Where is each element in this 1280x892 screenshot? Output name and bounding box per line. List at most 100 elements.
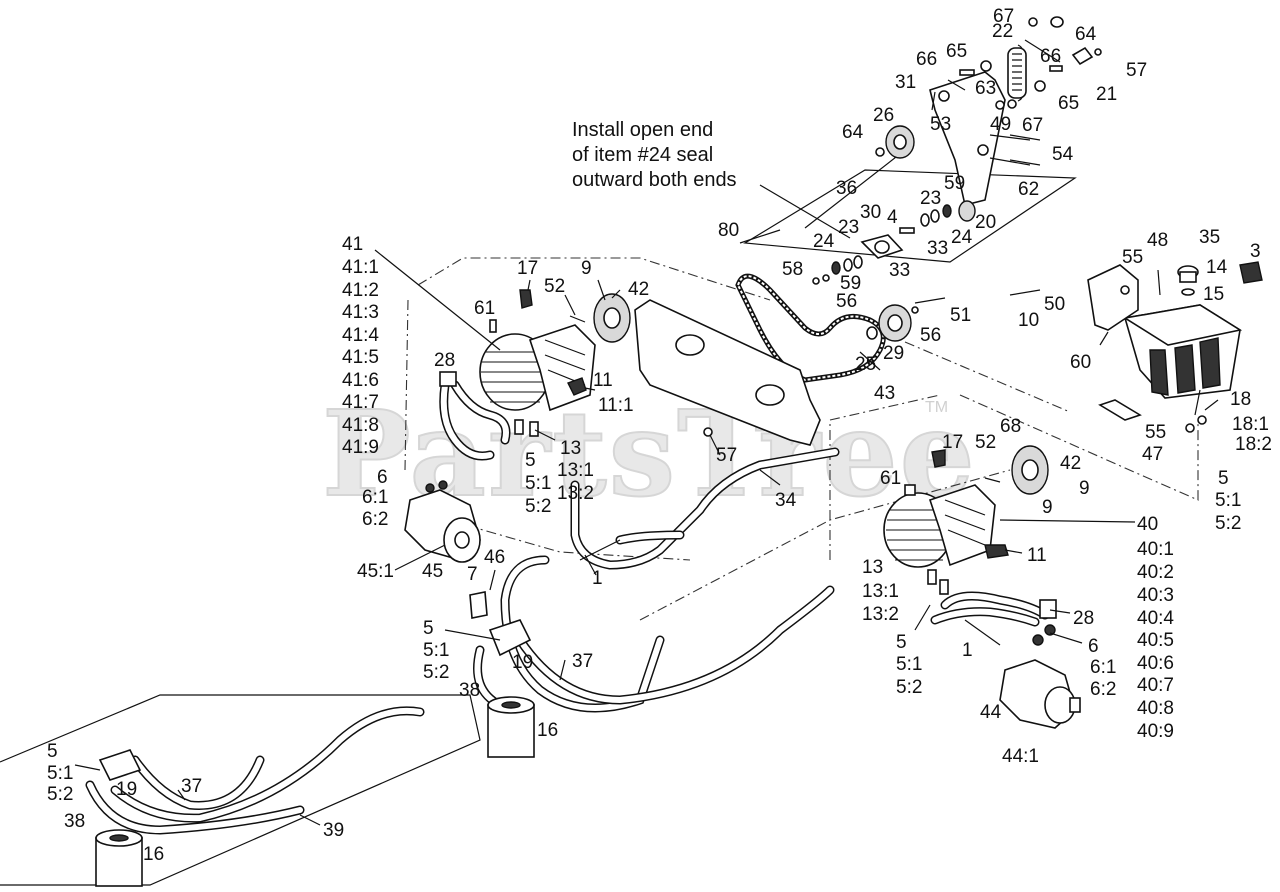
pin-66b — [1049, 65, 1063, 72]
callout-64: 64 — [1075, 24, 1097, 45]
outline-left-pump — [417, 257, 771, 301]
callout-65: 65 — [946, 41, 967, 62]
filter-16-port — [501, 701, 521, 709]
callout-52: 52 — [975, 432, 996, 453]
callout-5-1: 5:1 — [1215, 490, 1241, 511]
arm-hole — [938, 90, 950, 102]
mounting-plate — [634, 299, 821, 446]
callout-9: 9 — [1042, 497, 1053, 518]
callout-5: 5 — [896, 632, 907, 653]
arm-hole-2 — [977, 144, 989, 156]
callout-33: 33 — [889, 260, 910, 281]
fitting-13-left — [529, 421, 539, 437]
callout-40-6: 40:6 — [1137, 653, 1174, 674]
fitting-18 — [1197, 415, 1207, 425]
callout-4: 4 — [887, 207, 898, 228]
outline-tank — [959, 394, 1199, 501]
callout-13: 13 — [862, 557, 883, 578]
leader-lines — [74, 39, 1219, 826]
ring-59a — [853, 255, 863, 269]
hose-fitting-28 — [439, 371, 457, 387]
callout-63: 63 — [975, 78, 996, 99]
callout-1: 1 — [962, 640, 973, 661]
callout-61: 61 — [474, 298, 495, 319]
outline-tank-link — [904, 341, 1071, 413]
grille-lines-right — [886, 509, 952, 561]
callout-5-1: 5:1 — [47, 763, 73, 784]
fitting-6-left-a — [425, 483, 435, 493]
callout-28: 28 — [434, 350, 455, 371]
callout-13-2: 13:2 — [557, 483, 594, 504]
callout-57: 57 — [716, 445, 737, 466]
callout-41-4: 41:4 — [342, 325, 379, 346]
callout-40-8: 40:8 — [1137, 698, 1174, 719]
fitting-17-left — [519, 289, 533, 309]
callout-40-3: 40:3 — [1137, 585, 1174, 606]
callout-5: 5 — [423, 618, 434, 639]
note-line-3: outward both ends — [572, 169, 737, 191]
callout-40-7: 40:7 — [1137, 675, 1174, 696]
pin-66 — [959, 69, 975, 76]
callout-66: 66 — [1040, 46, 1061, 67]
callout-28: 28 — [1073, 608, 1094, 629]
spacer-25 — [866, 326, 878, 340]
note-line-2: of item #24 seal — [572, 144, 713, 166]
callout-66: 66 — [916, 49, 937, 70]
tank-rib-2 — [1174, 344, 1196, 394]
callout-5: 5 — [1218, 468, 1229, 489]
nut-57 — [1094, 48, 1102, 56]
bushing-65 — [980, 60, 992, 72]
callout-41: 41 — [342, 234, 363, 255]
callout-44: 44 — [980, 702, 1002, 723]
callout-29: 29 — [883, 343, 904, 364]
filter-head-19 — [488, 619, 532, 657]
bolt-53 — [931, 91, 936, 111]
callout-18-2: 18:2 — [1235, 434, 1272, 455]
callout-40-9: 40:9 — [1137, 721, 1174, 742]
callout-41-3: 41:3 — [342, 302, 379, 323]
callout-21: 21 — [1096, 84, 1117, 105]
inset-assembly-39 — [0, 694, 481, 887]
callout-14: 14 — [1206, 257, 1228, 278]
tank-top — [1122, 304, 1243, 346]
callout-41-7: 41:7 — [342, 392, 379, 413]
callout-52: 52 — [544, 276, 565, 297]
callout-55: 55 — [1122, 247, 1143, 268]
callout-40-5: 40:5 — [1137, 630, 1174, 651]
fitting-5-tank — [1185, 423, 1195, 433]
spring-coils — [1012, 53, 1022, 91]
pump-detail-right — [944, 499, 986, 546]
tank-rib-3 — [1199, 337, 1221, 389]
callout-6: 6 — [1088, 636, 1099, 657]
callout-65: 65 — [1058, 93, 1079, 114]
callout-6-1: 6:1 — [362, 487, 388, 508]
seal-24b — [942, 204, 952, 218]
bracket-hole — [1120, 285, 1130, 295]
callout-5: 5 — [525, 450, 536, 471]
hose-37-a — [500, 555, 665, 713]
callout-6-2: 6:2 — [362, 509, 388, 530]
callout-26: 26 — [873, 105, 894, 126]
callout-6-2: 6:2 — [1090, 679, 1116, 700]
callout-80: 80 — [718, 220, 739, 241]
callout-1: 1 — [592, 568, 603, 589]
callout-23: 23 — [920, 188, 941, 209]
nut-64b — [875, 147, 885, 157]
left-hoses — [439, 371, 539, 461]
callout-25: 25 — [855, 354, 876, 375]
plate-hole-2 — [755, 384, 785, 406]
decal-3 — [1239, 261, 1263, 284]
pulley-20 — [958, 200, 976, 222]
filter-assembly-upper — [469, 591, 535, 758]
plate-21 — [1071, 46, 1094, 66]
callout-5: 5 — [47, 741, 58, 762]
callout-17: 17 — [517, 258, 538, 279]
callout-41-2: 41:2 — [342, 280, 379, 301]
idler-arm — [875, 16, 1102, 222]
main-hoses — [473, 447, 840, 713]
callout-13-2: 13:2 — [862, 604, 899, 625]
callout-43: 43 — [874, 383, 895, 404]
callout-59: 59 — [944, 173, 965, 194]
note-line-1: Install open end — [572, 119, 713, 141]
outline-right-pump — [639, 469, 1011, 621]
